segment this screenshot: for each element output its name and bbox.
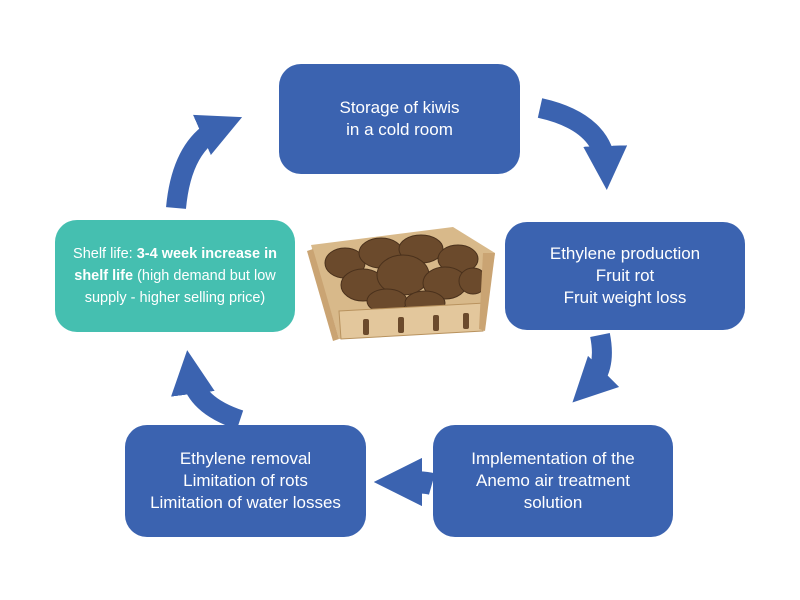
storage-line: Storage of kiwis bbox=[339, 98, 460, 117]
ethylene-removal-box: Ethylene removal Limitation of rots Limi… bbox=[125, 425, 366, 537]
removal-line: Ethylene removal bbox=[179, 449, 312, 468]
implementation-box: Implementation of the Anemo air treatmen… bbox=[433, 425, 673, 537]
removal-line: Limitation of rots bbox=[183, 471, 308, 490]
ethylene-production-box: Ethylene production Fruit rot Fruit weig… bbox=[505, 222, 745, 330]
arrow-storage-to-production bbox=[537, 98, 628, 190]
shelf-life-text: Shelf life: 3-4 week increase in shelf l… bbox=[65, 243, 285, 309]
ethylene-production-line: Fruit weight loss bbox=[563, 288, 687, 307]
arrow-shelf-to-storage bbox=[166, 114, 243, 210]
arrow-production-to-implementation bbox=[572, 333, 620, 403]
kiwi-basket-image bbox=[307, 227, 495, 341]
implementation-line: Implementation of the bbox=[471, 449, 635, 468]
storage-box: Storage of kiwis in a cold room bbox=[279, 64, 520, 174]
arrow-implementation-to-removal bbox=[373, 457, 436, 507]
shelf-life-box: Shelf life: 3-4 week increase in shelf l… bbox=[55, 220, 295, 332]
shelf-life-highlight: 3-4 week increase in shelf life bbox=[74, 246, 277, 284]
shelf-life-label: Shelf life: bbox=[73, 246, 137, 262]
removal-line: Limitation of water losses bbox=[150, 493, 341, 512]
ethylene-production-line: Fruit rot bbox=[595, 266, 655, 285]
ethylene-production-line: Ethylene production bbox=[549, 244, 701, 263]
shelf-life-detail: (high demand but low supply - higher sel… bbox=[84, 268, 276, 306]
implementation-line: Anemo air treatment bbox=[475, 471, 630, 490]
implementation-line: solution bbox=[523, 493, 583, 512]
arrow-removal-to-shelf bbox=[171, 350, 244, 430]
storage-line: in a cold room bbox=[346, 120, 453, 139]
